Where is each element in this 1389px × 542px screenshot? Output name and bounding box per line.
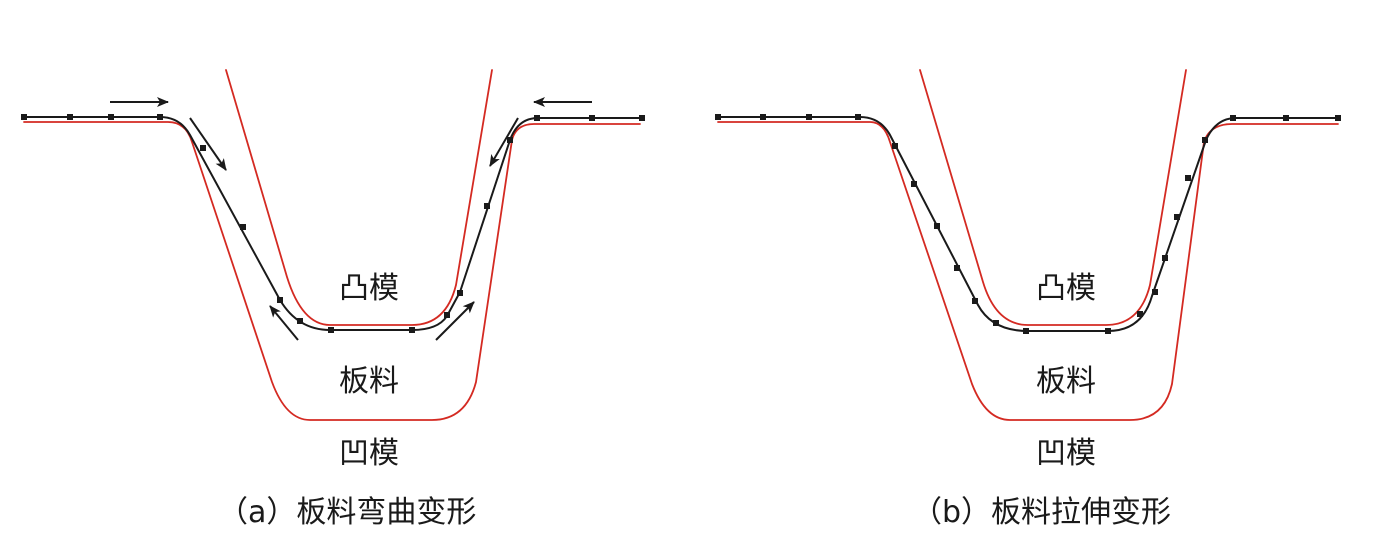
sheet-node	[484, 203, 490, 209]
sheet-node	[806, 114, 812, 120]
punch-outline-a	[225, 69, 493, 326]
sheet-nodes-a	[21, 114, 645, 333]
arrow-icon	[189, 117, 227, 171]
sheet-node	[972, 298, 978, 304]
sheet-node	[1230, 115, 1236, 121]
sheet-node	[277, 297, 283, 303]
sheet-node	[507, 137, 513, 143]
die-label-b: 凹模	[1036, 436, 1096, 471]
sheet-node	[67, 114, 73, 120]
panel-a: 凸模 板料 凹模 （a）板料弯曲变形	[21, 69, 645, 530]
sheet-node	[1023, 328, 1029, 334]
sheet-label-a: 板料	[339, 364, 399, 399]
sheet-node	[954, 265, 960, 271]
sheet-node	[1202, 137, 1208, 143]
sheet-node	[200, 145, 206, 151]
punch-label-a: 凸模	[339, 271, 399, 306]
arrow-icon	[269, 305, 299, 341]
sheet-node	[1105, 328, 1111, 334]
sheet-node	[157, 114, 163, 120]
die-label-a: 凹模	[339, 436, 399, 471]
sheet-node	[892, 143, 898, 149]
sheet-node	[589, 115, 595, 121]
die-outline-b	[717, 121, 1339, 421]
sheet-node	[328, 327, 334, 333]
sheet-node	[1137, 311, 1143, 317]
sheet-node	[409, 327, 415, 333]
sheet-node	[444, 312, 450, 318]
arrow-icon	[435, 301, 475, 341]
sheet-node	[934, 223, 940, 229]
sheet-node	[993, 320, 999, 326]
sheet-node	[911, 181, 917, 187]
arrow-icon	[489, 117, 519, 167]
sheet-node	[639, 115, 645, 121]
sheet-node	[534, 115, 540, 121]
sheet-node	[760, 114, 766, 120]
flow-arrows-a	[110, 97, 592, 341]
sheet-node	[1152, 289, 1158, 295]
sheet-label-b: 板料	[1036, 364, 1096, 399]
sheet-node	[457, 290, 463, 296]
sheet-line-a	[24, 116, 642, 331]
sheet-line-b	[718, 116, 1340, 332]
panel-b: 凸模 板料 凹模 （b）板料拉伸变形	[715, 69, 1341, 530]
sheet-node	[21, 114, 27, 120]
sheet-node	[1283, 115, 1289, 121]
sheet-node	[1162, 255, 1168, 261]
sheet-node	[1185, 175, 1191, 181]
sheet-nodes-b	[715, 114, 1341, 334]
sheet-node	[1335, 115, 1341, 121]
sheet-node	[240, 224, 246, 230]
sheet-node	[108, 114, 114, 120]
sheet-node	[715, 114, 721, 120]
sheet-node	[855, 114, 861, 120]
punch-label-b: 凸模	[1036, 271, 1096, 306]
sheet-node	[1174, 214, 1180, 220]
caption-a: （a）板料弯曲变形	[218, 495, 476, 530]
sheet-node	[297, 318, 303, 324]
punch-outline-b	[919, 69, 1187, 326]
caption-b: （b）板料拉伸变形	[912, 495, 1171, 530]
die-outline-a	[23, 121, 641, 421]
